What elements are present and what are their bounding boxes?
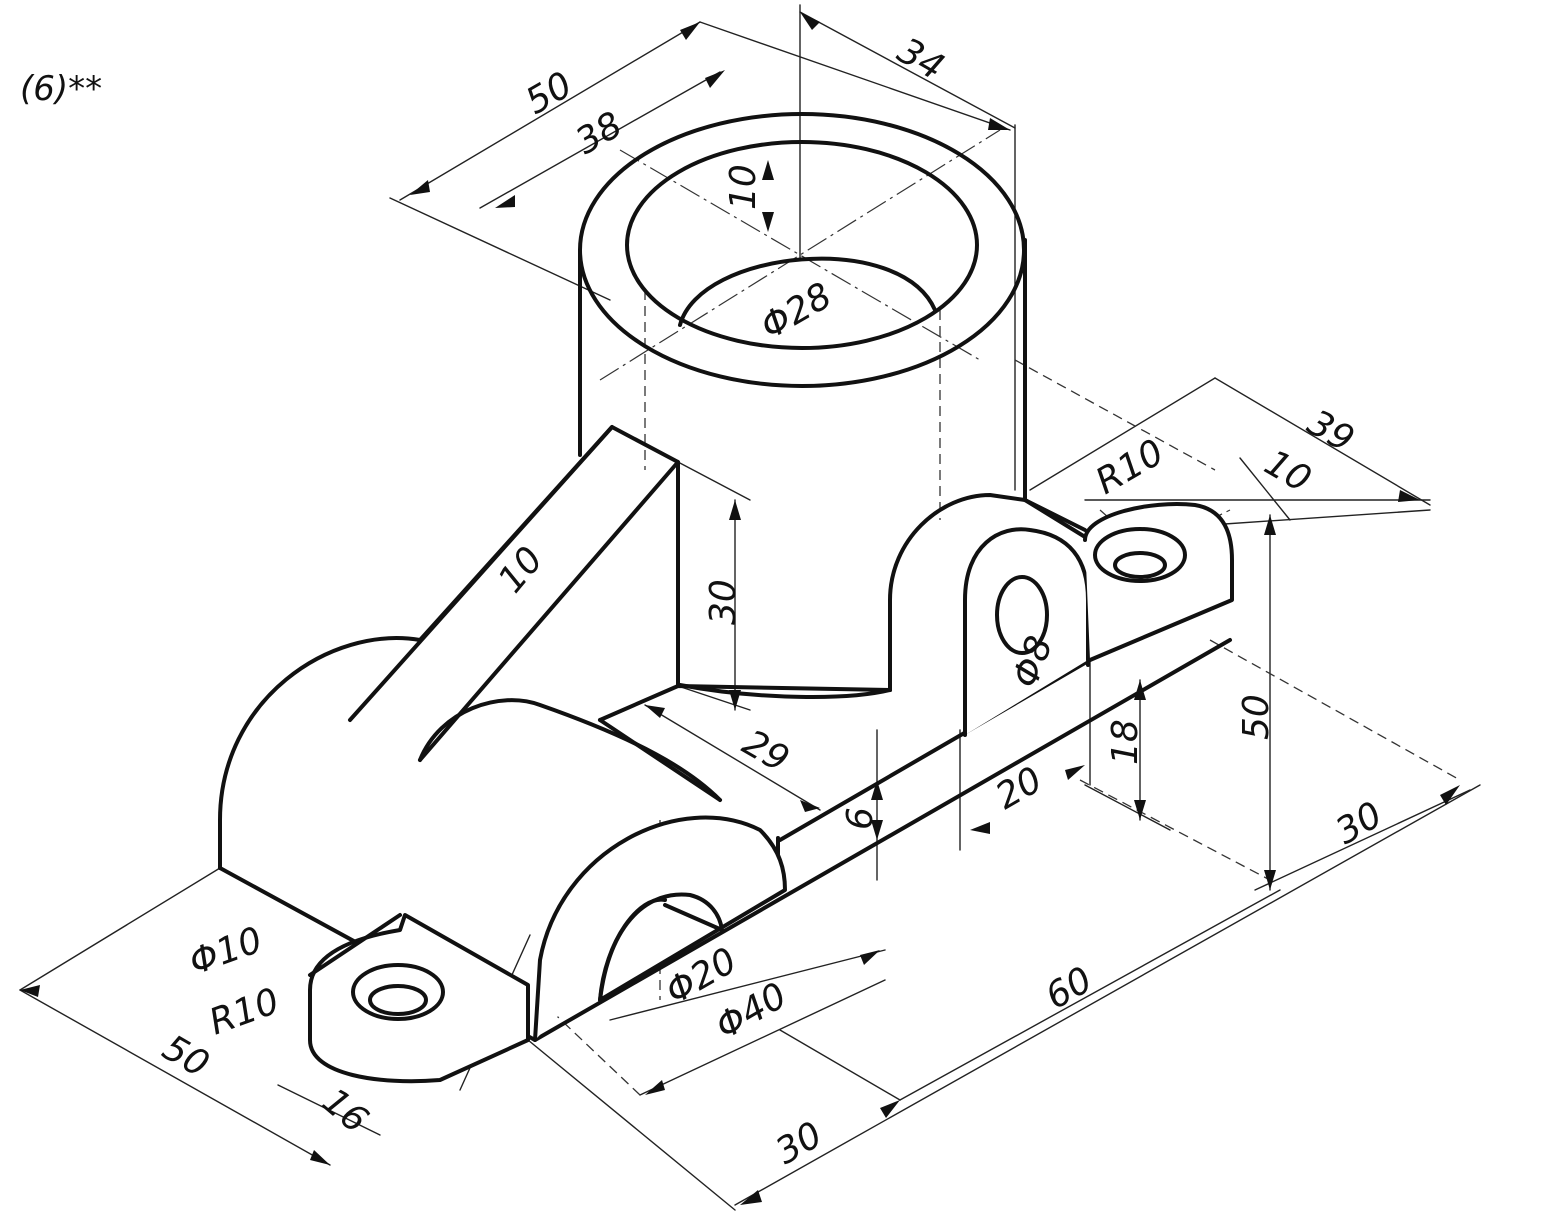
extension-lines [19, 4, 1481, 1211]
dim-left-50: 50 [156, 1027, 216, 1085]
dim-bottom-30: 30 [769, 1114, 829, 1172]
dim-top-50: 50 [519, 64, 579, 122]
dim-height-18: 18 [1105, 719, 1146, 765]
dim-left-phi10: Φ10 [184, 920, 268, 984]
dim-base-6: 6 [840, 807, 881, 830]
dim-right-R10: R10 [1089, 432, 1171, 503]
dim-bore-10: 10 [723, 164, 764, 210]
dim-height-30: 30 [703, 579, 744, 625]
problem-title: (6)** [20, 69, 102, 109]
dim-right-30: 30 [1329, 794, 1389, 852]
dim-left-16: 16 [314, 1080, 375, 1141]
dim-depth-29: 29 [736, 722, 796, 780]
dim-top-38: 38 [569, 104, 629, 162]
dim-height-50-right: 50 [1236, 694, 1277, 740]
dim-top-34: 34 [891, 30, 951, 88]
dim-rib-10: 10 [490, 539, 551, 600]
part-outline [218, 112, 1234, 1084]
dim-bottom-60: 60 [1039, 959, 1099, 1017]
dim-left-R10: R10 [204, 981, 285, 1044]
dim-right-39: 39 [1301, 402, 1361, 460]
dimension-arrows [20, 12, 1460, 1205]
dim-bore-phi28: Φ28 [754, 275, 839, 348]
dim-width-20: 20 [989, 759, 1049, 817]
